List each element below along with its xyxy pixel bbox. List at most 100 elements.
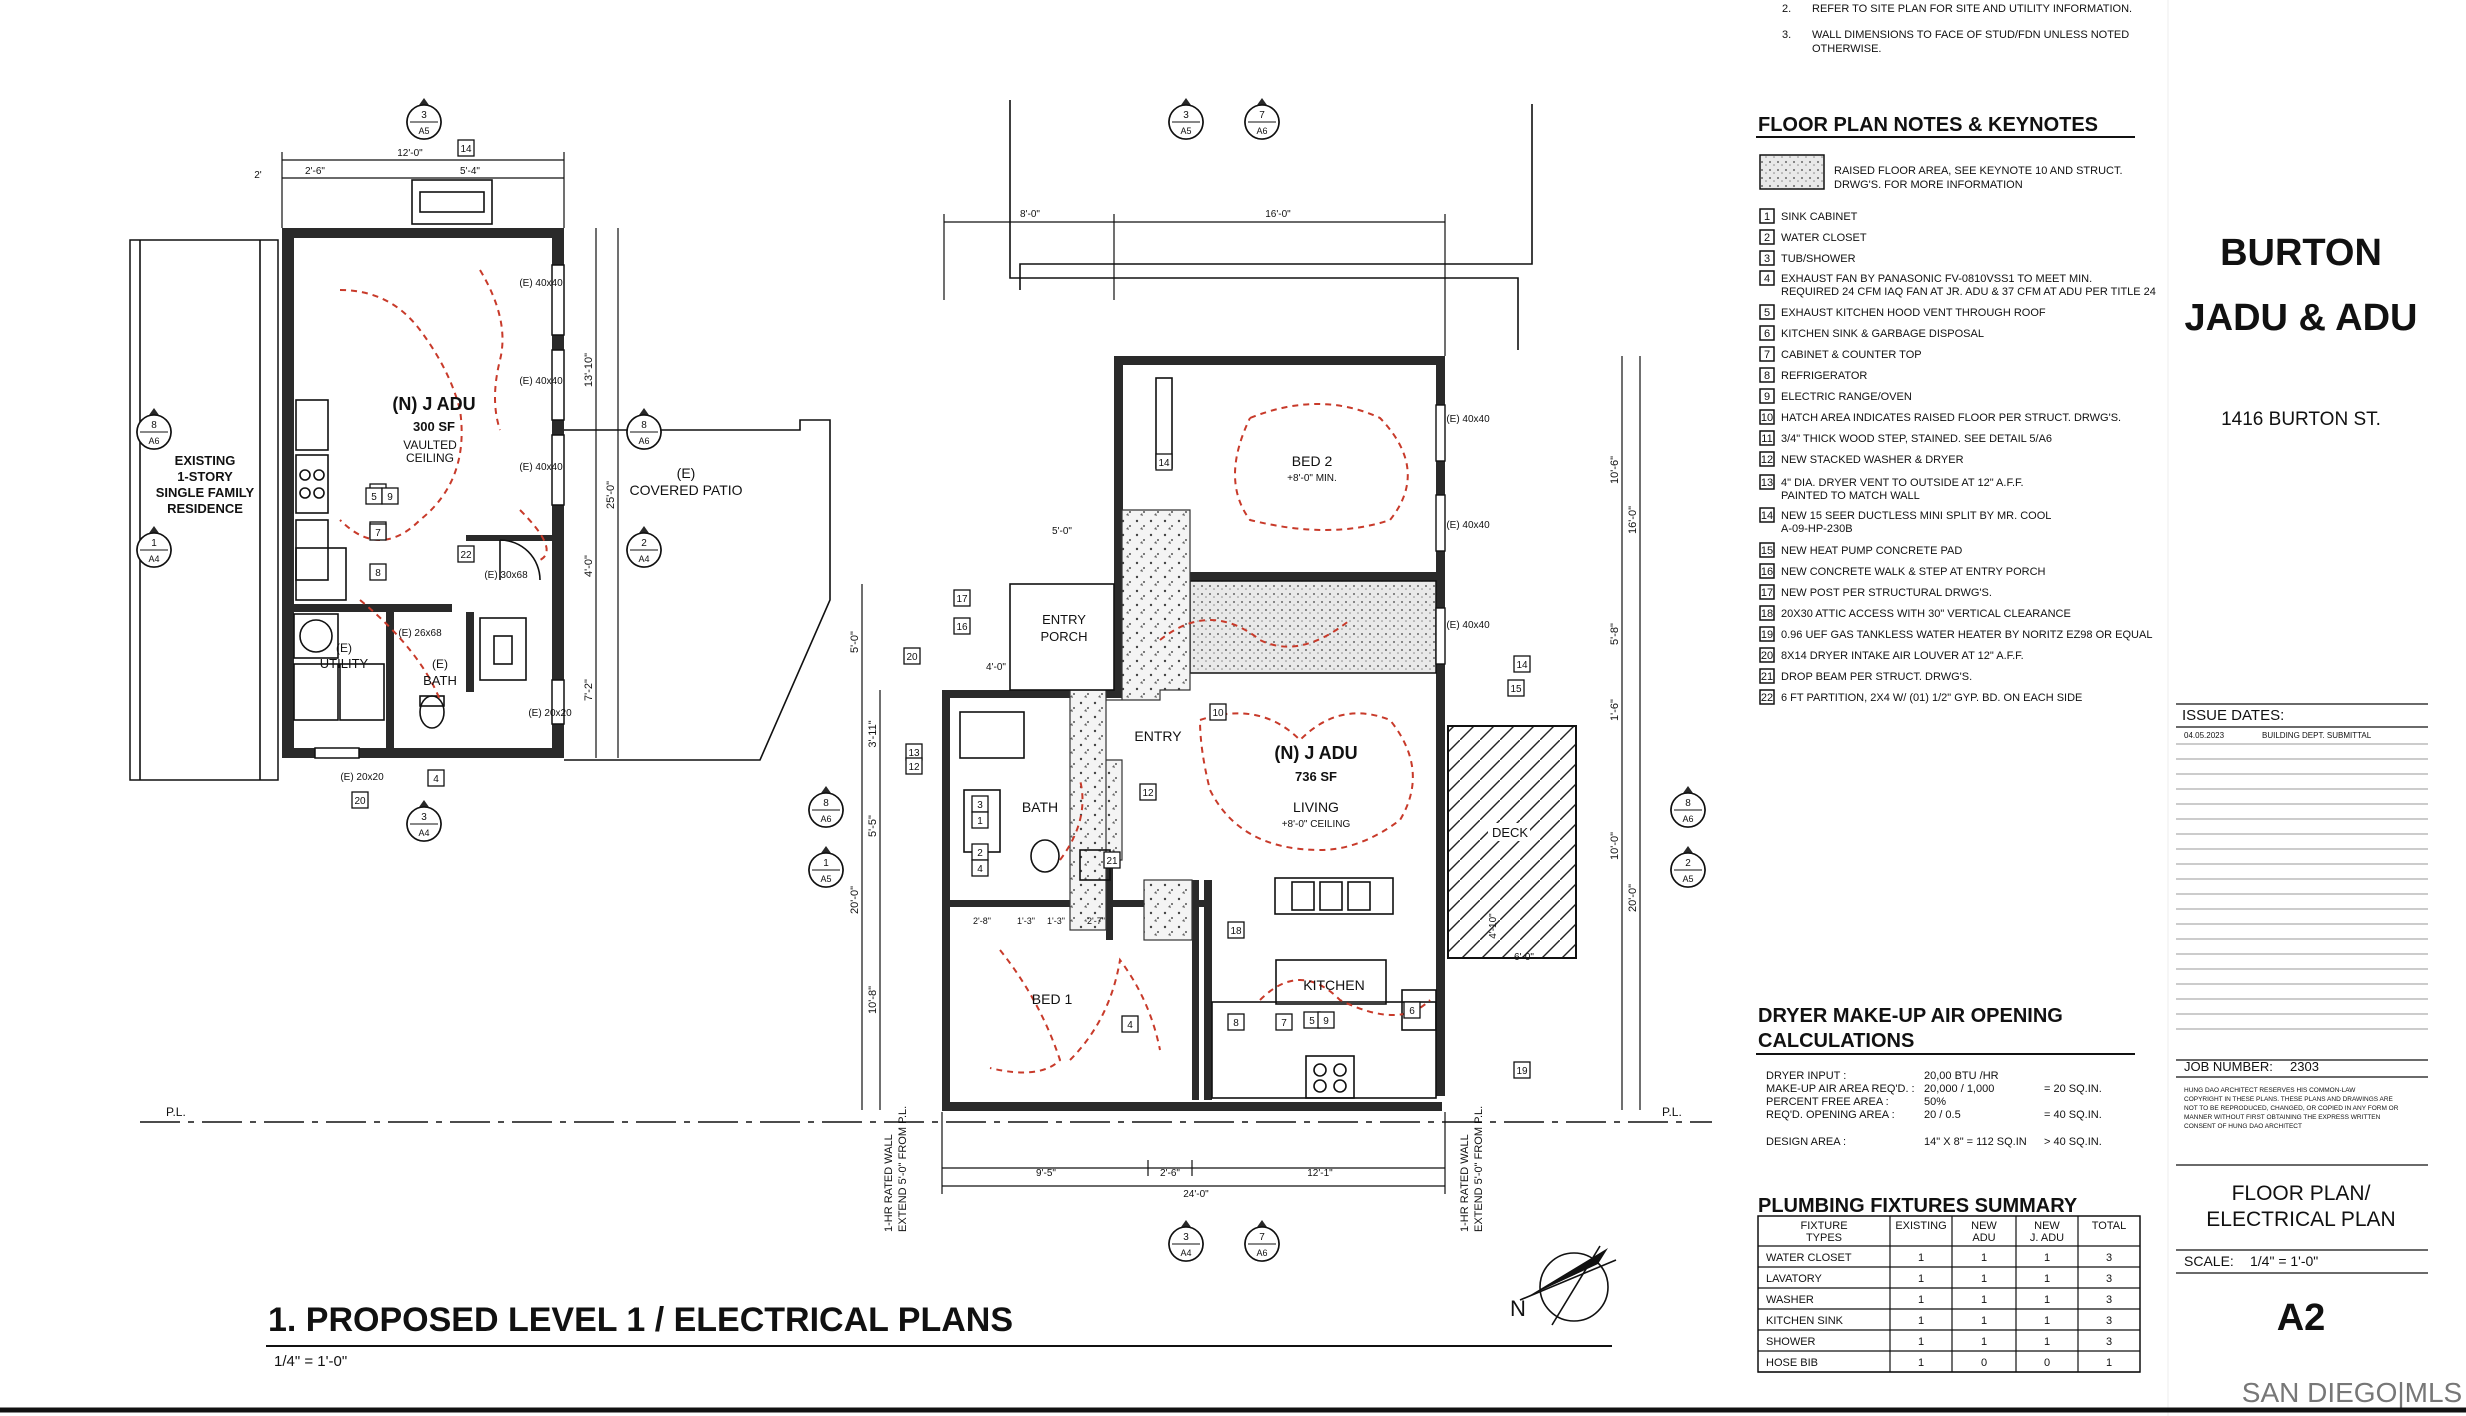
section-marker-sheet: A5 [418,126,429,136]
dryer-row-result: = 40 SQ.IN. [2044,1109,2102,1121]
section-marker-sheet: A6 [1256,1248,1267,1258]
drawing-title: 1. PROPOSED LEVEL 1 / ELECTRICAL PLANS [268,1301,1013,1339]
keynote-number: 18 [1761,608,1773,620]
dryer-row-value: 20,000 / 1,000 [1924,1083,1994,1095]
dim-adu-right-e: 10'-0" [1609,832,1621,860]
dim-adu-bottom-b: 2'-6" [1160,1168,1180,1179]
plumbing-cell: WASHER [1766,1294,1814,1306]
copyright-line: CONSENT OF HUNG DAO ARCHITECT [2184,1123,2302,1130]
covered-patio-l2: COVERED PATIO [629,482,742,498]
plumbing-cell: 3 [2106,1336,2112,1348]
plan-keynote-tag: 17 [953,589,971,607]
keynote-number: 5 [1764,307,1770,319]
plan-keynote-number: 9 [1323,1016,1329,1027]
dim-jadu-top-b: 5'-4" [460,166,480,177]
plumbing-header-sub: J. ADU [2030,1232,2064,1244]
section-marker-number: 7 [1259,110,1265,121]
covered-patio-l1: (E) [677,465,696,481]
dim-porch-b: 4'-0" [986,662,1006,673]
keynote-text: DROP BEAM PER STRUCT. DRWG'S. [1781,671,1972,683]
plan-keynote-tag: 3 [971,795,989,813]
keynote-number: 21 [1761,671,1773,683]
keynote-box [1759,605,1775,621]
section-marker-number: 3 [421,812,427,823]
keynote-number: 10 [1761,412,1773,424]
plumbing-cell: SHOWER [1766,1336,1816,1348]
dim-jadu-right-c: 7'-2" [583,679,595,701]
section-marker-sheet: A6 [1682,814,1693,824]
section-marker-number: 2 [1685,858,1691,869]
dim-jadu-top-c: 2' [254,170,262,181]
dim-deck-b: 4'-10" [1488,913,1499,939]
raised-floor-area [1189,580,1437,674]
plumbing-cell: 3 [2106,1273,2112,1285]
project-address: 1416 BURTON ST. [2221,409,2381,430]
plan-keynote-tag: 4 [971,859,989,877]
keynote-number: 17 [1761,587,1773,599]
section-marker-sheet: A6 [1256,126,1267,136]
plan-keynote-tags: 1412459782220171620101413123124211885976… [351,139,1531,1079]
copyright-line: COPYRIGHT IN THESE PLANS. THESE PLANS AN… [2184,1096,2394,1103]
section-markers: 3A58A61A42A48A63A43A57A68A61A58A62A53A47… [136,98,1706,1262]
dim-adu-top-a: 8'-0" [1020,209,1040,220]
kitchen-label: KITCHEN [1303,977,1364,993]
plumbing-header: NEW [2034,1220,2060,1232]
dim-jadu-right-a: 13'-10" [583,353,595,387]
keynote-text: WATER CLOSET [1781,232,1867,244]
mls-watermark: SAN DIEGO|MLS [2242,1377,2462,1408]
keynote-number: 6 [1764,328,1770,340]
plumbing-cell: 0 [1981,1357,1987,1369]
section-marker-sheet: A4 [1180,1248,1191,1258]
keynote-number: 14 [1761,510,1773,522]
plan-keynote-tag: 14 [457,139,475,157]
jadu-window-tag-4: (E) 20x20 [528,708,572,719]
keynote-text: NEW CONCRETE WALK & STEP AT ENTRY PORCH [1781,566,2046,578]
copyright-line: NOT TO BE REPRODUCED, CHANGED, OR COPIED… [2184,1105,2399,1112]
existing-residence-l3: SINGLE FAMILY [156,485,255,500]
keynote-text: 3/4" THICK WOOD STEP, STAINED. SEE DETAI… [1781,433,2052,445]
plan-keynote-number: 22 [460,550,472,561]
plumbing-cell: LAVATORY [1766,1273,1823,1285]
plumbing-header: TOTAL [2092,1220,2126,1232]
existing-residence-l1: EXISTING [175,453,236,468]
keynote-box [1759,409,1775,425]
section-marker: 1A4 [136,526,172,568]
section-marker: 7A6 [1244,1220,1280,1262]
keynote-number: 11 [1761,433,1772,445]
dryer-heading-2: CALCULATIONS [1758,1030,1914,1052]
section-marker: 8A6 [1670,786,1706,828]
plan-keynote-tag: 8 [369,563,387,581]
section-marker: 2A4 [626,526,662,568]
plan-keynote-number: 16 [956,622,968,633]
keynote-box [1759,507,1775,523]
section-marker-number: 8 [823,798,829,809]
keynote-text: NEW 15 SEER DUCTLESS MINI SPLIT BY MR. C… [1781,510,2051,522]
keynote-box [1759,451,1775,467]
keynote-number: 9 [1764,391,1770,403]
plan-keynote-tag: 2 [971,843,989,861]
dim-adu-right-a: 10'-6" [1609,456,1621,484]
section-marker-number: 2 [641,538,647,549]
keynote-text: NEW STACKED WASHER & DRYER [1781,454,1964,466]
plan-keynote-tag: 22 [457,545,475,563]
jadu-window-tag-2: (E) 40x40 [519,376,563,387]
issue-date: 04.05.2023 [2184,731,2225,740]
dryer-row-label: DESIGN AREA : [1766,1136,1846,1148]
plumbing-cell: 1 [1981,1252,1987,1264]
plan-keynote-tag: 10 [1209,703,1227,721]
keynote-box [1759,689,1775,705]
section-marker-sheet: A4 [638,554,649,564]
rated-wall-left-l2: EXTEND 5'-0" FROM P.L. [897,1106,909,1232]
plan-keynote-number: 10 [1212,708,1224,719]
adu-title: (N) J ADU [1274,743,1357,763]
drawing-scale: 1/4" = 1'-0" [274,1353,347,1370]
rated-wall-left-l1: 1-HR RATED WALL [883,1134,895,1232]
keynote-box [1759,542,1775,558]
plumbing-cell: 1 [2044,1315,2050,1327]
plan-keynote-number: 8 [1233,1018,1239,1029]
keynote-box [1759,250,1775,266]
keynote-number: 22 [1761,692,1773,704]
